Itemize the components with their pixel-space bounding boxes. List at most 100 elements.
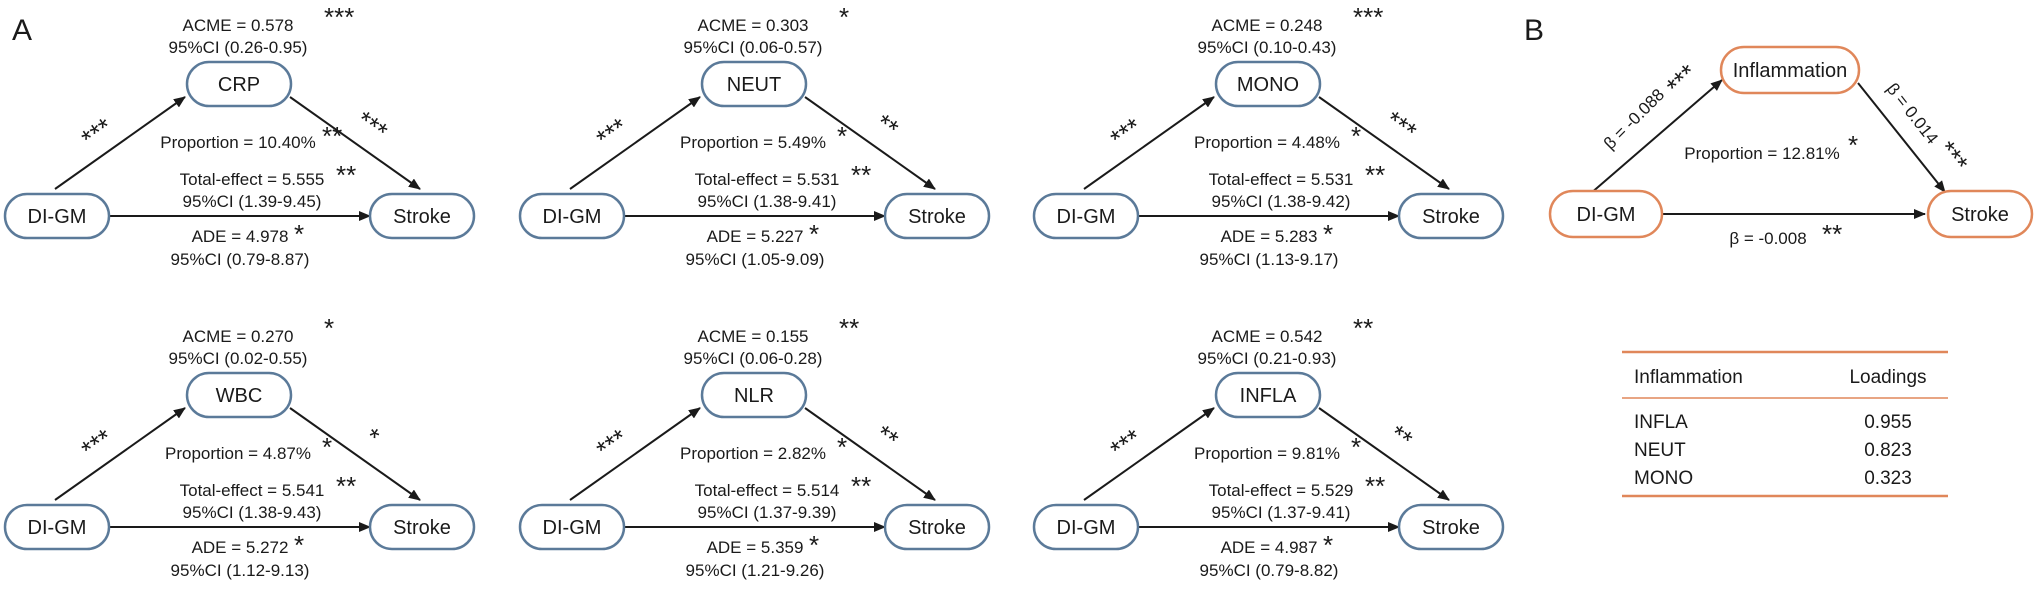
path-b-significance: *** <box>1380 105 1422 147</box>
exposure-node-shape <box>3 503 111 551</box>
ade-ci: 95%CI (0.79-8.87) <box>171 250 310 269</box>
ade-ci: 95%CI (1.12-9.13) <box>171 561 310 580</box>
mediator-node-label: NLR <box>734 385 774 407</box>
total-effect-ci: 95%CI (1.38-9.42) <box>1212 192 1351 211</box>
exposure-node-label: DI-GM <box>28 206 87 228</box>
ade-ci: 95%CI (1.05-9.09) <box>686 250 825 269</box>
table-cell-variable: MONO <box>1634 468 1693 489</box>
ade-label: ADE = 5.359 <box>707 538 804 557</box>
proportion-label: Proportion = 5.49% <box>680 133 826 152</box>
ade-significance: * <box>294 530 304 560</box>
path-a-significance: *** <box>591 112 633 154</box>
exposure-node: DI-GM <box>1032 503 1140 551</box>
acme-label: ACME = 0.270 <box>182 327 293 346</box>
mediator-node: NEUT <box>700 60 808 108</box>
exposure-node: DI-GM <box>518 192 626 240</box>
table-header-inflammation: Inflammation <box>1634 367 1743 388</box>
table-cell-variable: NEUT <box>1634 440 1686 461</box>
outcome-node-label: Stroke <box>1422 517 1480 539</box>
ade-significance: * <box>809 219 819 249</box>
total-effect-label: Total-effect = 5.529 <box>1209 481 1354 500</box>
acme-label: ACME = 0.248 <box>1211 16 1322 35</box>
ade-significance: * <box>294 219 304 249</box>
acme-significance: * <box>324 313 334 343</box>
acme-ci: 95%CI (0.06-0.57) <box>684 38 823 57</box>
ade-label: ADE = 4.987 <box>1221 538 1318 557</box>
outcome-node-shape <box>368 192 476 240</box>
outcome-node: Stroke <box>883 192 991 240</box>
acme-label: ACME = 0.155 <box>697 327 808 346</box>
mediator-node-label: NEUT <box>727 74 781 96</box>
path-b-arrow <box>804 407 936 501</box>
table-header-loadings: Loadings <box>1849 367 1926 388</box>
ade-label: ADE = 5.272 <box>192 538 289 557</box>
proportion-significance: * <box>837 121 847 151</box>
mediator-node-shape <box>1214 60 1322 108</box>
mediator-node: INFLA <box>1214 371 1322 419</box>
exposure-node-label: DI-GM <box>543 517 602 539</box>
ade-ci: 95%CI (1.13-9.17) <box>1200 250 1339 269</box>
acme-significance: *** <box>1353 2 1383 32</box>
path-b-arrow <box>1318 407 1450 501</box>
mediator-node-label: INFLA <box>1240 385 1297 407</box>
acme-ci: 95%CI (0.26-0.95) <box>169 38 308 57</box>
acme-significance: ** <box>839 313 859 343</box>
path-b-significance: ** <box>1384 419 1418 455</box>
proportion-significance: * <box>837 432 847 462</box>
path-b-arrow <box>804 96 936 190</box>
mediation-model-nlr: DI-GM NLR Stroke ACME = 0.155 ** 95%CI (0.06-… <box>518 313 991 580</box>
acme-significance: * <box>839 2 849 32</box>
proportion-label: Proportion = 4.48% <box>1194 133 1340 152</box>
direct-path-significance: ** <box>1822 219 1842 249</box>
acme-ci: 95%CI (0.06-0.28) <box>684 349 823 368</box>
table-cell-loading: 0.955 <box>1864 412 1912 433</box>
mediator-node-shape <box>700 60 808 108</box>
proportion-significance: * <box>322 432 332 462</box>
exposure-node-shape <box>3 192 111 240</box>
path-b-significance: ** <box>870 108 904 144</box>
outcome-node: Stroke <box>883 503 991 551</box>
exposure-node-label: DI-GM <box>1057 206 1116 228</box>
path-b-arrow <box>1857 82 1946 193</box>
proportion-label: Proportion = 12.81% <box>1684 144 1839 163</box>
exposure-node: DI-GM <box>1548 189 1664 239</box>
proportion-label: Proportion = 2.82% <box>680 444 826 463</box>
mediator-node: WBC <box>185 371 293 419</box>
total-effect-label: Total-effect = 5.531 <box>1209 170 1354 189</box>
outcome-node: Stroke <box>1397 503 1505 551</box>
total-effect-ci: 95%CI (1.38-9.41) <box>698 192 837 211</box>
mediator-node-shape <box>1719 45 1861 95</box>
path-b-significance: *** <box>351 105 393 147</box>
mediator-node-shape <box>185 60 293 108</box>
total-effect-label: Total-effect = 5.555 <box>180 170 325 189</box>
path-a-significance: *** <box>76 423 118 465</box>
path-a-significance: *** <box>1660 58 1703 101</box>
total-effect-significance: ** <box>1365 471 1385 501</box>
mediator-node-label: Inflammation <box>1733 60 1848 82</box>
mediator-node: CRP <box>185 60 293 108</box>
table-cell-loading: 0.823 <box>1864 440 1912 461</box>
outcome-node-label: Stroke <box>908 206 966 228</box>
ade-label: ADE = 5.227 <box>707 227 804 246</box>
path-a-arrow <box>1083 96 1215 190</box>
path-a-arrow <box>54 96 186 190</box>
exposure-node-shape <box>518 503 626 551</box>
path-a-coefficient: β = -0.088 <box>1600 85 1668 153</box>
ade-significance: * <box>1323 530 1333 560</box>
outcome-node: Stroke <box>1397 192 1505 240</box>
exposure-node-shape <box>1032 192 1140 240</box>
proportion-label: Proportion = 4.87% <box>165 444 311 463</box>
outcome-node: Stroke <box>1926 189 2034 239</box>
path-b-significance: *** <box>1932 135 1974 177</box>
exposure-node: DI-GM <box>1032 192 1140 240</box>
path-a-significance: *** <box>1105 423 1147 465</box>
path-b-coefficient: β = 0.014 <box>1883 80 1942 148</box>
ade-significance: * <box>1323 219 1333 249</box>
